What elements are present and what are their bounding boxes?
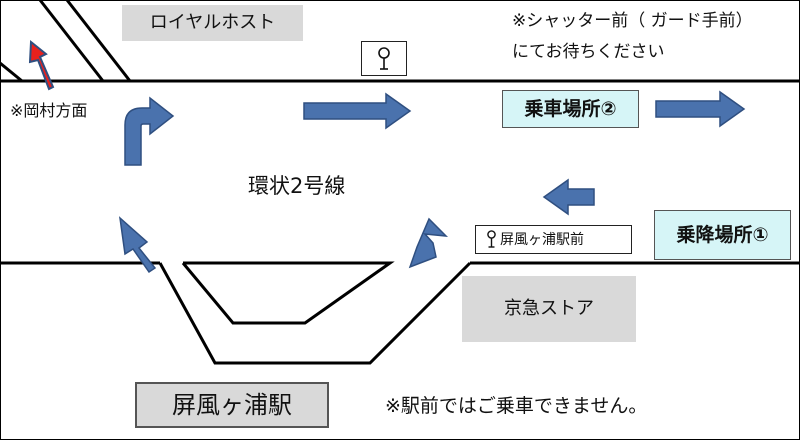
- station-label: 屏風ヶ浦駅: [135, 382, 329, 428]
- dropoff-spot-1-text: 乗降場所①: [676, 223, 769, 246]
- road-diag-c: [0, 61, 23, 83]
- ring-road-label: 環状2号線: [248, 174, 346, 198]
- bus-stop-sign-icon: [487, 230, 496, 248]
- arrow-diag-down-left: [408, 217, 449, 269]
- dropoff-spot-1: 乗降場所①: [654, 210, 791, 260]
- royal-host-label: ロイヤルホスト: [122, 5, 303, 41]
- pickup-spot-2-text: 乗車場所②: [524, 97, 617, 120]
- station-name-text: 屏風ヶ浦駅: [172, 391, 292, 419]
- bus-stop-sign-icon: [378, 46, 390, 70]
- arrow-right-top: [303, 92, 412, 130]
- bus-stop-name: 屏風ヶ浦駅前: [500, 231, 584, 248]
- bus-stop-sign-top: [361, 41, 407, 76]
- shutter-note-line1: ※シャッター前（ ガード手前）: [512, 11, 753, 31]
- keikyu-store-label: 京急ストア: [462, 276, 636, 342]
- pickup-spot-2: 乗車場所②: [502, 90, 639, 128]
- bus-stop-sign-station: 屏風ヶ浦駅前: [475, 225, 632, 254]
- okamura-direction-label: ※岡村方面: [10, 101, 88, 120]
- road-diag-a: [38, 0, 105, 82]
- shutter-note-line2: にてお待ちください: [512, 42, 665, 62]
- road-island-inner: [181, 261, 395, 325]
- road-lines: [0, 0, 800, 365]
- road-curve-outer: [158, 261, 472, 365]
- royal-host-text: ロイヤルホスト: [149, 12, 276, 33]
- arrow-right-pickup: [655, 90, 746, 128]
- keikyu-store-text: 京急ストア: [504, 298, 594, 319]
- arrow-left-ringroad: [542, 178, 595, 216]
- arrow-diag-up-left: [118, 216, 157, 274]
- road-diag-b: [65, 0, 132, 82]
- station-note: ※駅前ではご乗車できません。: [385, 395, 648, 417]
- arrow-okamura: [28, 39, 55, 91]
- arrow-uturn: [124, 96, 175, 166]
- route-arrows: [118, 90, 746, 274]
